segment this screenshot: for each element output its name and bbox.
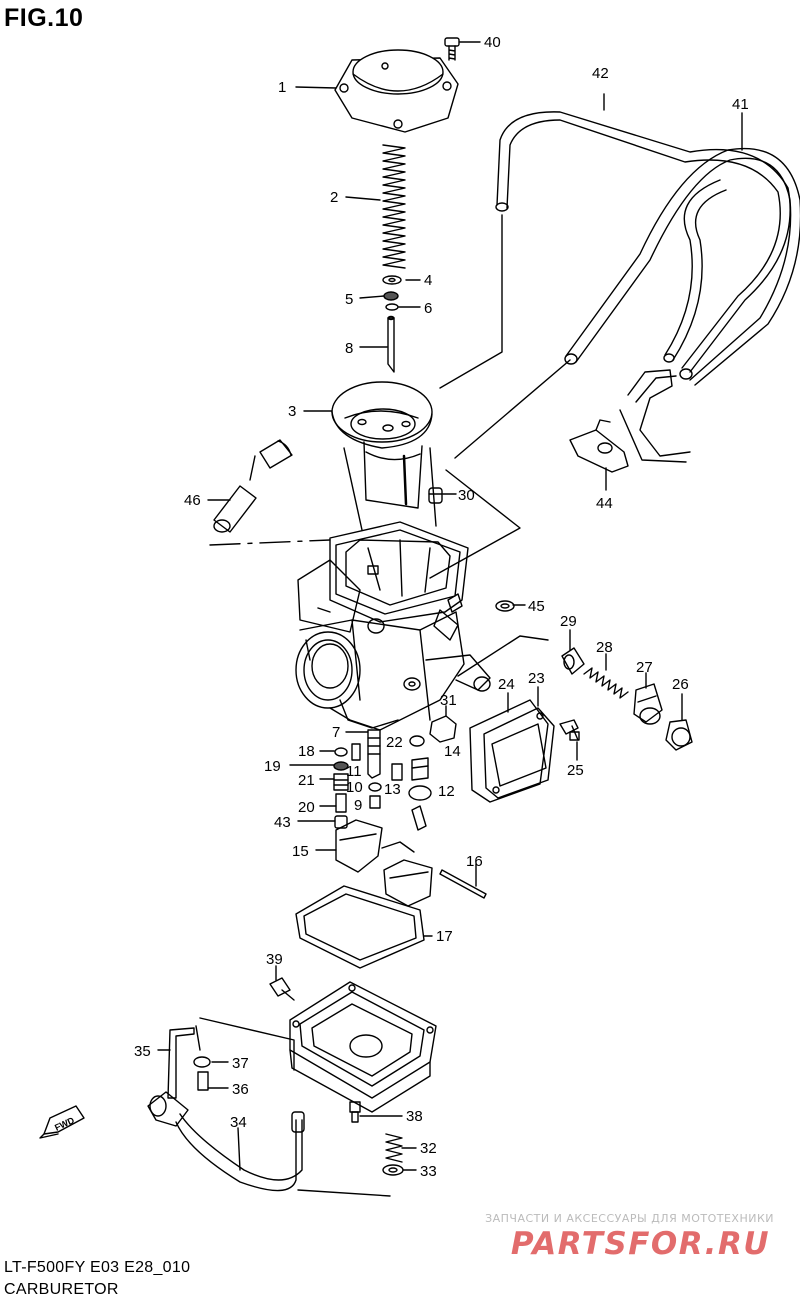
callout-15: 15 (292, 843, 309, 860)
part-needle (387, 315, 395, 373)
callout-26: 26 (672, 676, 689, 693)
part-27-plunger (633, 683, 663, 725)
part-28-spring (583, 667, 629, 699)
callout-9: 9 (354, 797, 362, 814)
part-screw-40 (444, 37, 460, 61)
callout-35: 35 (134, 1043, 151, 1060)
callout-36: 36 (232, 1081, 249, 1098)
callout-43: 43 (274, 814, 291, 831)
part-11-jet (351, 743, 361, 761)
section-name: CARBURETOR (4, 1281, 119, 1298)
part-14-22-jet (409, 735, 429, 781)
part-24-gasket (469, 699, 549, 803)
callout-37: 37 (232, 1055, 249, 1072)
callout-4: 4 (424, 272, 432, 289)
part-9-10-12-13 (368, 763, 432, 831)
watermark-tagline: ЗАПЧАСТИ И АКСЕССУАРЫ ДЛЯ МОТОТЕХНИКИ (485, 1212, 774, 1225)
part-15-float (335, 819, 433, 907)
part-44-bracket (569, 369, 691, 473)
callout-29: 29 (560, 613, 577, 630)
part-33-oring (382, 1164, 404, 1176)
part-26-cap (665, 719, 693, 751)
callout-1: 1 (278, 79, 286, 96)
part-35-bracket (167, 1025, 201, 1099)
callout-5: 5 (345, 291, 353, 308)
callout-28: 28 (596, 639, 613, 656)
callout-44: 44 (596, 495, 613, 512)
callout-8: 8 (345, 340, 353, 357)
part-carburetor-body (295, 521, 491, 731)
callout-19: 19 (264, 758, 281, 775)
callout-17: 17 (436, 928, 453, 945)
part-17-gasket (295, 885, 425, 969)
part-diaphragm-piston (331, 381, 437, 531)
callout-10: 10 (346, 779, 363, 796)
callout-18: 18 (298, 743, 315, 760)
part-39-screw (269, 977, 295, 1001)
part-43-jet (334, 815, 348, 829)
callout-32: 32 (420, 1140, 437, 1157)
callout-13: 13 (384, 781, 401, 798)
model-code: LT-F500FY E03 E28_010 (4, 1259, 191, 1276)
callout-39: 39 (266, 951, 283, 968)
part-29-piston (561, 647, 585, 675)
part-23-cover (483, 707, 555, 799)
callout-25: 25 (567, 762, 584, 779)
part-spring (382, 144, 406, 269)
callout-11: 11 (346, 763, 362, 780)
part-18-19-21-small (333, 747, 349, 791)
callout-33: 33 (420, 1163, 437, 1180)
part-34-drain-hose (147, 1091, 305, 1192)
part-46-pipes (213, 439, 293, 533)
callout-34: 34 (230, 1114, 247, 1131)
callout-38: 38 (406, 1108, 423, 1125)
callout-12: 12 (438, 783, 455, 800)
callout-3: 3 (288, 403, 296, 420)
part-45-oring (495, 600, 515, 612)
callout-23: 23 (528, 670, 545, 687)
callout-46: 46 (184, 492, 201, 509)
part-25-screw (559, 719, 580, 741)
callout-45: 45 (528, 598, 545, 615)
callout-20: 20 (298, 799, 315, 816)
part-20-jet (335, 793, 347, 813)
callout-2: 2 (330, 189, 338, 206)
callout-41: 41 (732, 96, 749, 113)
callout-22: 22 (386, 734, 403, 751)
callout-7: 7 (332, 724, 340, 741)
part-16-pin (439, 869, 487, 899)
callout-24: 24 (498, 676, 515, 693)
part-36-screw (197, 1071, 209, 1091)
part-31-screw (429, 715, 457, 743)
callout-14: 14 (444, 743, 461, 760)
callout-42: 42 (592, 65, 609, 82)
callout-6: 6 (424, 300, 432, 317)
callout-21: 21 (298, 772, 315, 789)
callout-31: 31 (440, 692, 457, 709)
part-top-cover (334, 49, 459, 133)
part-37-washer (193, 1056, 211, 1068)
figure-title: FIG.10 (4, 4, 84, 32)
part-30-cap (428, 487, 443, 504)
part-float-bowl (289, 981, 437, 1113)
part-washers-4-5-6 (382, 275, 402, 311)
fwd-arrow-icon (39, 1105, 85, 1139)
part-hoses-41-42 (495, 111, 800, 386)
callout-27: 27 (636, 659, 653, 676)
callout-40: 40 (484, 34, 501, 51)
callout-30: 30 (458, 487, 475, 504)
part-38-screw (349, 1101, 361, 1123)
part-32-spring (385, 1133, 403, 1163)
callout-16: 16 (466, 853, 483, 870)
part-7-needle-jet (367, 729, 381, 779)
watermark-brand: PARTSFOR.RU (510, 1226, 770, 1262)
